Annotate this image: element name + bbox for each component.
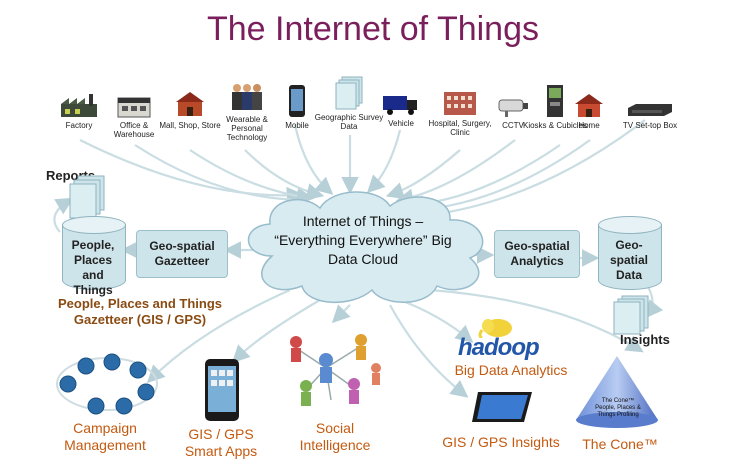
campaign-icons-ring [56,353,158,415]
geospatial-database: Geo-spatial Data [598,216,662,290]
geospatial-database-label: Geo-spatial Data [609,238,648,282]
device-store: Mall, Shop, Store [155,88,225,130]
device-label: Geographic Survey Data [314,113,384,131]
cloud-text: Internet of Things – “Everything Everywh… [274,213,452,267]
warehouse-icon [100,88,168,118]
device-mobile: Mobile [262,78,332,130]
truck-icon [366,86,436,116]
device-wearable: Wearable & Personal Technology [212,82,282,142]
page-title: The Internet of Things [206,10,539,48]
cone-inner-text: The Cone™ People, Places & Things Profil… [595,398,641,418]
gis-smart-apps-label: GIS / GPS Smart Apps [184,426,258,459]
device-factory: Factory [44,88,114,130]
reports-documents-icon [69,175,105,219]
device-label: Wearable & Personal Technology [226,115,268,142]
social-intelligence-label: Social Intelligence [299,420,371,453]
kiosk-icon [520,80,590,118]
cloud-shape [247,191,484,303]
device-survey-data: Geographic Survey Data [314,72,384,131]
device-label: Office & Warehouse [113,121,155,139]
house-icon [554,88,624,118]
device-label: Hospital, Surgery, Clinic [428,119,492,137]
device-vehicle: Vehicle [366,86,436,128]
campaign-management-label: Campaign Management [64,420,146,453]
big-data-analytics-label: Big Data Analytics [454,362,568,378]
device-label: Kiosks & Cubicles [522,121,588,130]
device-cctv: CCTV [478,88,548,130]
device-warehouse: Office & Warehouse [100,88,168,139]
device-set-top-box: TV Set-top Box [610,88,690,130]
device-label: Vehicle [388,119,414,128]
hospital-icon [425,86,495,116]
store-icon [155,88,225,118]
cctv-camera-icon [478,88,548,118]
elephant-icon [478,319,512,338]
device-label: Mall, Shop, Store [159,121,221,130]
factory-icon [44,88,114,118]
geospatial-analytics-box: Geo-spatial Analytics [494,230,580,278]
insights-documents-icon [613,295,649,335]
gis-insights-label: GIS / GPS Insights [442,434,560,450]
hadoop-wordmark: hadoop [458,334,540,361]
device-hospital: Hospital, Surgery, Clinic [425,86,495,137]
the-cone-label: The Cone™ [582,436,658,452]
social-network-icon [290,334,381,406]
tablet-icon [472,392,532,422]
gazetteer-database: People, Places and Things [62,216,126,297]
insights-label: Insights [620,332,670,347]
set-top-box-icon [610,88,690,118]
device-label: Mobile [285,121,309,130]
gazetteer-caption: People, Places and Things Gazetteer (GIS… [58,296,222,327]
device-label: CCTV [502,121,524,130]
device-home: Home [554,88,624,130]
cone-shape [576,356,658,428]
device-kiosk: Kiosks & Cubicles [520,80,590,130]
smartphone-icon [205,359,239,421]
device-label: TV Set-top Box [622,121,678,130]
hadoop-logo: hadoop [456,316,576,361]
device-label: Home [578,121,600,130]
device-label: Factory [65,121,93,130]
documents-icon [314,72,384,110]
people-icon [212,82,282,112]
mobile-phone-icon [262,78,332,118]
gazetteer-database-label: People, Places and Things [71,238,115,297]
geospatial-gazetteer-box: Geo-spatial Gazetteer [136,230,228,278]
